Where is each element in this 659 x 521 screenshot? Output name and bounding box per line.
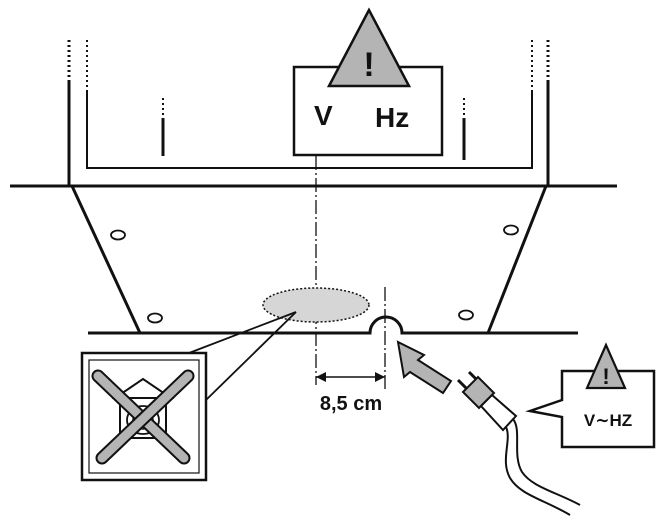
frequency-label: Hz bbox=[375, 102, 409, 133]
rating-label: ! V Hz bbox=[292, 7, 444, 157]
warning-triangle-icon bbox=[585, 342, 627, 390]
voltage-label: V bbox=[314, 100, 333, 131]
hob-area bbox=[262, 287, 370, 323]
no-open-flame-icon bbox=[80, 351, 208, 482]
electric-plug-icon bbox=[456, 370, 581, 516]
warning-symbol: ! bbox=[363, 46, 374, 84]
plug-warning-label: ! V∼HZ bbox=[525, 342, 656, 449]
dimension-marker: 8,5 cm bbox=[316, 287, 386, 415]
warning-triangle-icon bbox=[326, 7, 412, 88]
plug-rating-text: V∼HZ bbox=[584, 411, 632, 430]
dimension-label: 8,5 cm bbox=[320, 393, 382, 415]
hood-body bbox=[70, 185, 578, 335]
plug-warning-symbol: ! bbox=[602, 364, 609, 389]
arrow-icon bbox=[396, 340, 453, 395]
callout-leader bbox=[188, 311, 297, 401]
cabinet-outline bbox=[67, 40, 550, 186]
